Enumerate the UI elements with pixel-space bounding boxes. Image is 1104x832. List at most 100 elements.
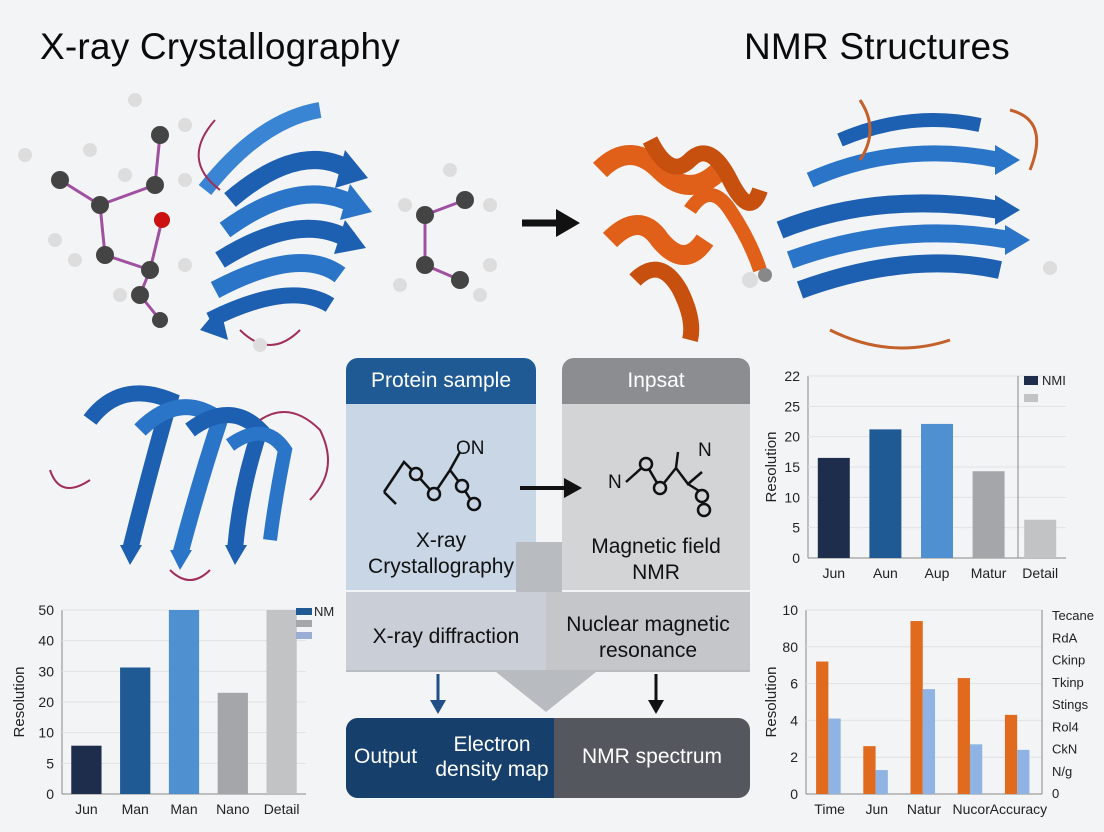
bar bbox=[817, 457, 850, 558]
y-tick-label: 2 bbox=[790, 749, 798, 765]
legend-swatch bbox=[296, 620, 312, 627]
right-axis-label: RdA bbox=[1052, 630, 1078, 645]
mol-left-label: ON bbox=[456, 438, 485, 459]
mol-right-label-2: N bbox=[698, 440, 712, 461]
bar bbox=[875, 770, 888, 794]
bar bbox=[828, 718, 841, 794]
beta-barrel-icon bbox=[742, 99, 1057, 350]
nmr-spectrum-label: NMR spectrum bbox=[581, 745, 723, 768]
beta-fold-illustration bbox=[49, 385, 329, 581]
y-tick-label: 0 bbox=[792, 550, 800, 566]
bar bbox=[921, 423, 953, 558]
legend-swatch bbox=[296, 608, 312, 615]
y-tick-label: 5 bbox=[792, 520, 800, 536]
x-tick-label: Detail bbox=[264, 801, 300, 817]
input-header: Inpsat bbox=[562, 358, 750, 404]
beta-sheet-icon bbox=[197, 102, 372, 346]
bar bbox=[120, 667, 151, 794]
y-tick-label: 10 bbox=[784, 489, 800, 505]
title-xray: X-ray Crystallography bbox=[40, 26, 400, 67]
xray-diffraction-label: X-ray diffraction bbox=[372, 625, 520, 648]
bar bbox=[217, 692, 248, 794]
y-tick-label: 20 bbox=[38, 694, 54, 710]
y-tick-label: 40 bbox=[38, 633, 54, 649]
right-axis-label: N/g bbox=[1052, 764, 1072, 779]
protein-sample-header: Protein sample bbox=[346, 358, 536, 404]
y-tick-label: 5 bbox=[46, 755, 54, 771]
legend-swatch bbox=[1024, 376, 1038, 385]
x-tick-label: Nucor bbox=[953, 801, 991, 817]
right-axis-label: Stings bbox=[1052, 697, 1089, 712]
output-label: Output bbox=[354, 745, 418, 768]
right-axis-label: Rol4 bbox=[1052, 719, 1079, 734]
x-tick-label: Time bbox=[814, 801, 845, 817]
x-tick-label: Aup bbox=[925, 565, 950, 581]
alpha-helix-icon bbox=[592, 136, 768, 342]
x-tick-label: Man bbox=[170, 801, 197, 817]
y-tick-label: 15 bbox=[784, 459, 800, 475]
x-tick-label: Jun bbox=[75, 801, 98, 817]
y-tick-label: 50 bbox=[38, 602, 54, 618]
electron-density-label: Electron density map bbox=[435, 733, 549, 781]
y-tick-label: 10 bbox=[782, 602, 798, 618]
workflow-diagram: ON N N Protein sample Inpsat X-ray Cryst… bbox=[336, 352, 756, 832]
y-axis-label: Resolution bbox=[763, 667, 780, 738]
right-axis-label: Tkinp bbox=[1052, 675, 1084, 690]
y-tick-label: 10 bbox=[38, 725, 54, 741]
x-tick-label: Jun bbox=[823, 565, 846, 581]
xray-protein-illustration bbox=[18, 93, 372, 352]
bar bbox=[922, 689, 936, 794]
bar bbox=[1017, 749, 1030, 794]
y-tick-label: 25 bbox=[784, 398, 800, 414]
y-tick-label: 80 bbox=[782, 639, 798, 655]
mol-right-label-1: N bbox=[608, 472, 622, 493]
molecule-right-icon bbox=[625, 451, 712, 518]
y-tick-label: 30 bbox=[38, 663, 54, 679]
small-molecule-icon bbox=[393, 163, 497, 302]
y-tick-label: 20 bbox=[784, 429, 800, 445]
x-tick-label: Natur bbox=[907, 801, 942, 817]
x-tick-label: Matur bbox=[971, 565, 1007, 581]
bar bbox=[816, 661, 829, 794]
legend-swatch bbox=[1024, 394, 1038, 402]
right-axis-label: Tecane bbox=[1052, 608, 1094, 623]
nmr-protein-illustration bbox=[592, 99, 1057, 350]
bar bbox=[863, 746, 876, 794]
y-tick-label: 0 bbox=[46, 786, 54, 802]
bar bbox=[168, 610, 200, 794]
bar bbox=[910, 621, 923, 794]
legend-label: NMI bbox=[1042, 373, 1066, 388]
arrow-right-icon bbox=[522, 209, 580, 237]
bar bbox=[1024, 519, 1057, 558]
bar bbox=[71, 745, 102, 794]
x-tick-label: Accuracy bbox=[990, 801, 1048, 817]
y-tick-label: 4 bbox=[790, 712, 798, 728]
y-axis-label: Resolution bbox=[11, 667, 28, 738]
bar bbox=[869, 429, 902, 558]
bar bbox=[1004, 714, 1018, 794]
title-nmr: NMR Structures bbox=[744, 26, 1010, 67]
legend-label: NM bbox=[314, 604, 334, 619]
x-tick-label: Aun bbox=[873, 565, 898, 581]
y-tick-label: 6 bbox=[790, 676, 798, 692]
nmr-resonance-label: Nuclear magnetic resonance bbox=[566, 613, 730, 662]
x-tick-label: Man bbox=[122, 801, 149, 817]
x-tick-label: Jun bbox=[866, 801, 889, 817]
y-axis-label: Resolution bbox=[763, 432, 780, 503]
right-axis-label: CkN bbox=[1052, 742, 1077, 757]
molecule-icon bbox=[18, 93, 267, 352]
x-tick-label: Detail bbox=[1022, 565, 1058, 581]
y-tick-label: 0 bbox=[790, 786, 798, 802]
y-tick-label: 22 bbox=[784, 368, 800, 384]
x-tick-label: Nano bbox=[216, 801, 250, 817]
bar bbox=[266, 610, 297, 794]
bar bbox=[957, 678, 970, 794]
xray-crystallography-label: X-ray Crystallography bbox=[368, 529, 514, 578]
molecule-left-icon bbox=[382, 451, 482, 512]
right-axis-label: 0 bbox=[1052, 786, 1059, 801]
legend-swatch bbox=[296, 632, 312, 639]
magnetic-field-label: Magnetic field NMR bbox=[591, 535, 721, 584]
